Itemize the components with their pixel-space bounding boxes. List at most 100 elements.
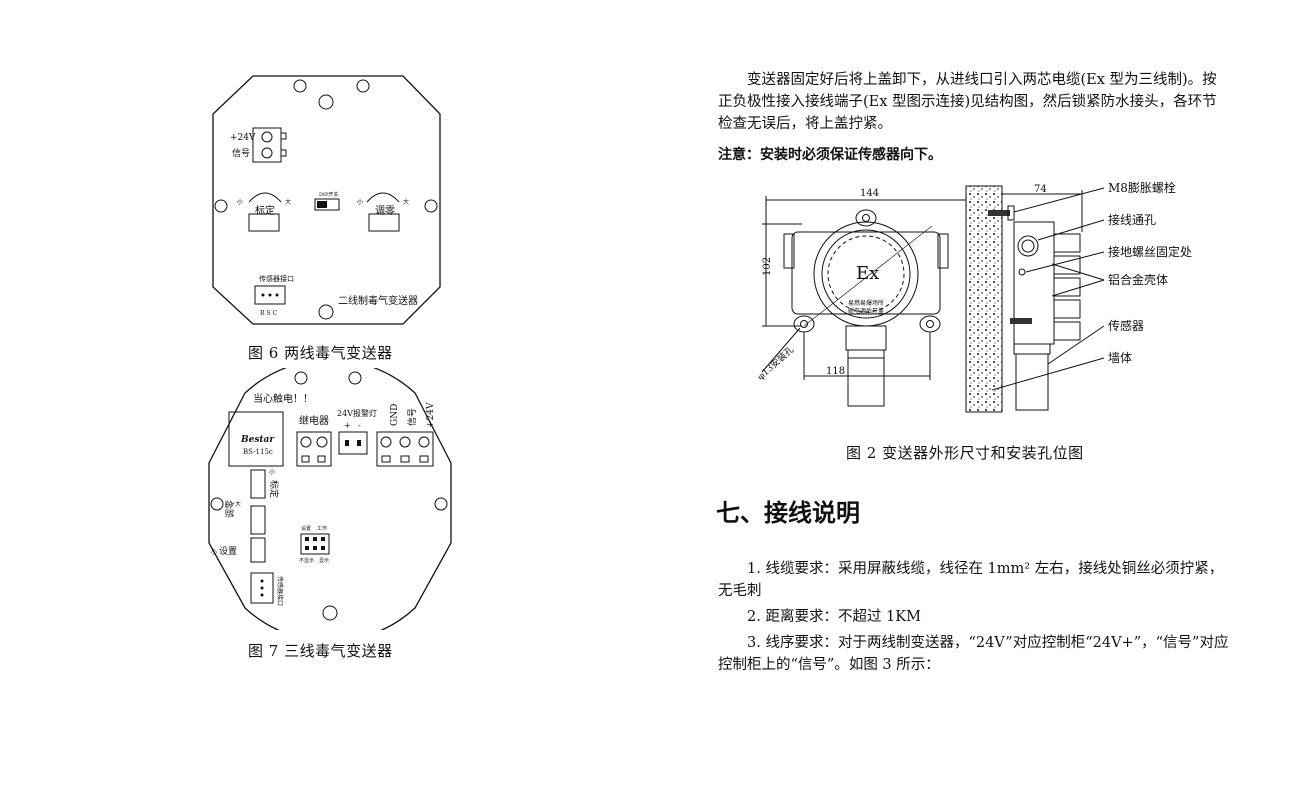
jumper-pin (305, 537, 309, 541)
wiring-item-2: 2. 距离要求：不超过 1KM (747, 609, 921, 625)
figure-6-two-wire-board: +24V 信号 小 大 标定 小 大 调零 DIP开关 传感器接口 R S C … (212, 75, 441, 325)
label-alarm-lamp: 24V报警灯 (337, 408, 377, 418)
pot-calibrate (248, 213, 280, 232)
mount-hole (322, 605, 338, 621)
leader-line (1051, 263, 1105, 281)
label-big: 大 (235, 500, 241, 508)
cable-gland (783, 233, 795, 269)
dip-switch (314, 198, 340, 211)
board-outline (212, 75, 441, 325)
knob-arc (248, 192, 282, 203)
terminal-block (252, 127, 282, 163)
port-pin (275, 293, 279, 297)
knob-arc (366, 192, 400, 203)
section-heading: 七、接线说明 (716, 499, 860, 527)
leader-line (1025, 251, 1105, 273)
dim-118: 118 (826, 366, 845, 377)
jumper-pin (313, 537, 317, 541)
sensor-side-neck (1013, 343, 1051, 355)
figure-7-three-wire-board: 当心触电！！ Bestar BS-115c 继电器 24V报警灯 + - GND… (208, 368, 452, 630)
leader-line (1051, 279, 1105, 297)
install-note: 注意：安装时必须保证传感器向下。 (718, 147, 942, 163)
terminal-screw (380, 436, 392, 448)
housing-cover-rim (827, 235, 905, 313)
figure-7-caption: 图 7 三线毒气变送器 (248, 642, 393, 660)
cover-fin (1053, 299, 1081, 319)
sensor-port (250, 572, 274, 604)
warn-line-2: 断电源后开盖 (848, 307, 884, 315)
label-warning: 当心触电！！ (253, 392, 313, 405)
dim-144: 144 (860, 188, 879, 199)
label-zero: 调零 (225, 500, 236, 518)
label-jumper-nodisp: 不显示 (299, 558, 314, 564)
cable-gland (937, 233, 949, 269)
mount-lug (855, 209, 877, 227)
label-small: 小 (237, 198, 243, 206)
relay-brand: Bestar (240, 435, 275, 445)
label-sensor-port: 传感器接口 (276, 576, 284, 606)
terminal-tab (317, 455, 326, 463)
leader-line (991, 357, 1105, 391)
terminal-screw (261, 131, 273, 143)
label-setting: 设置 (219, 546, 237, 557)
relay-model: BS-115c (243, 448, 273, 456)
ground-screw (1018, 268, 1026, 276)
lamp-pin (345, 440, 349, 446)
mount-hole (862, 214, 870, 222)
label-calibrate: 标定 (268, 480, 280, 498)
pot-setting (250, 537, 266, 563)
lamp-pin (357, 440, 361, 446)
terminal-tab (400, 455, 410, 463)
label-signal: 信号 (406, 408, 418, 426)
terminal-screw (399, 436, 411, 448)
label-big: 大 (285, 198, 291, 206)
cover-fin (1053, 321, 1081, 341)
port-pin (260, 579, 264, 583)
label-sensor-port: 传感器接口 (259, 274, 294, 283)
label-relay: 继电器 (299, 414, 329, 427)
terminal-tab (280, 132, 287, 140)
mount-hole (356, 79, 370, 93)
label-big: 大 (403, 198, 409, 206)
terminal-tab (419, 455, 429, 463)
label-small: 小 (269, 468, 275, 476)
label-port-pins: R S C (260, 310, 277, 317)
relay-terminal (296, 431, 332, 467)
mount-hole (318, 304, 334, 320)
warn-line-1: 易燃易爆场所 (848, 299, 884, 307)
mount-hole (424, 199, 438, 213)
label-small: 小 (211, 548, 217, 556)
board-name: 二线制毒气变送器 (338, 294, 418, 307)
relay (228, 411, 284, 467)
terminal-tab (280, 149, 287, 157)
mount-hole (800, 320, 808, 328)
label-minus: - (358, 421, 361, 430)
label-jumper-set: 设置 (301, 525, 311, 532)
mount-hole (294, 371, 308, 385)
terminal-screw (300, 436, 312, 448)
bolt-nut (1007, 205, 1015, 221)
sensor-side-head (1015, 353, 1049, 411)
label-dip: DIP开关 (319, 191, 338, 198)
wiring-item-1: 1. 线缆要求：采用屏蔽线缆，线径在 1mm² 左右，接线处铜丝必须拧紧，无毛刺 (718, 561, 1224, 599)
mount-lug (919, 315, 941, 333)
label-wall: 墙体 (1108, 351, 1132, 365)
pot-calibrate (250, 469, 266, 499)
port-pin (261, 293, 265, 297)
bottom-bolt (1010, 318, 1032, 324)
mount-hole (318, 94, 334, 110)
jumper-pin (305, 546, 309, 550)
jumper-block (300, 533, 330, 555)
leader-line (1037, 219, 1105, 241)
mount-lug (793, 315, 815, 333)
label-24v: +24V (230, 133, 256, 143)
wire-hole (1017, 235, 1039, 257)
label-ground: 接地螺丝固定处 (1108, 244, 1192, 259)
terminal-screw (316, 436, 328, 448)
housing-cover-inner (821, 229, 911, 319)
lamp-connector (338, 431, 368, 455)
mount-hole (293, 79, 307, 93)
label-sensor: 传感器 (1108, 318, 1144, 333)
mount-hole (434, 497, 448, 511)
label-calibrate: 标定 (255, 204, 275, 217)
